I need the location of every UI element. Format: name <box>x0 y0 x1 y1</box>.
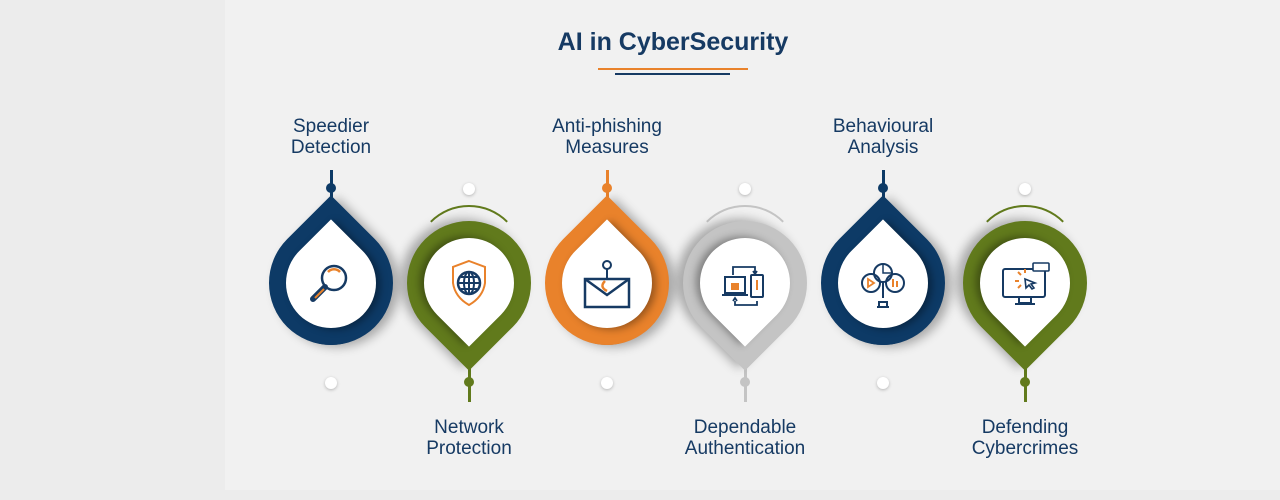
connector-dot <box>326 183 336 193</box>
white-dot <box>739 183 751 195</box>
title-underline-orange <box>598 68 748 70</box>
magnifier-icon <box>310 264 348 302</box>
white-dot <box>877 377 889 389</box>
white-dot <box>1019 183 1031 195</box>
white-dot <box>325 377 337 389</box>
decorative-arc <box>970 205 1080 315</box>
connector-dot <box>740 377 750 387</box>
connector-dot <box>602 183 612 193</box>
laptop-phone-auth-icon <box>722 266 764 306</box>
shield-globe-icon <box>452 259 486 307</box>
page-title: AI in CyberSecurity <box>557 28 789 56</box>
connector-dot <box>878 183 888 193</box>
connector-dot <box>464 377 474 387</box>
decorative-arc <box>414 205 524 315</box>
decorative-arc <box>690 205 800 315</box>
monitor-hacker-icon <box>1002 262 1050 305</box>
white-dot <box>601 377 613 389</box>
connector-dot <box>1020 377 1030 387</box>
title-underline-navy <box>615 73 730 75</box>
behaviour-analysis-icon <box>861 263 905 308</box>
white-dot <box>463 183 475 195</box>
phishing-envelope-icon <box>583 260 631 309</box>
